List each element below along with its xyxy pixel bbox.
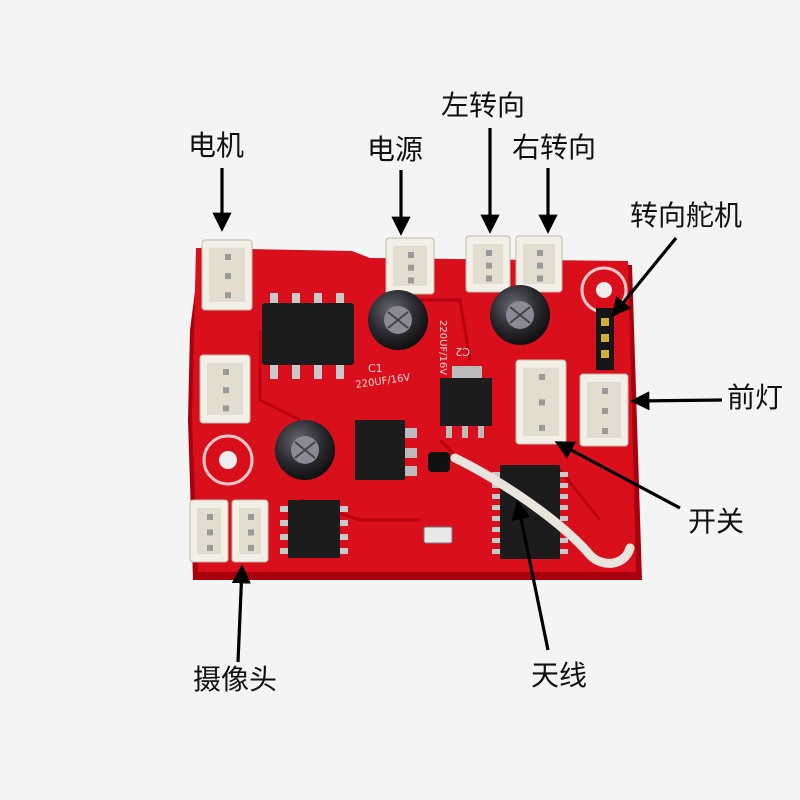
label-steering-servo: 转向舵机 xyxy=(630,199,743,232)
label-headlight: 前灯 xyxy=(727,381,784,414)
antenna-wire xyxy=(450,453,635,568)
connectors xyxy=(189,235,629,563)
connector-right-turn xyxy=(515,235,563,293)
label-power: 电源 xyxy=(367,133,424,166)
connector-switch xyxy=(515,359,567,445)
connector-side-left xyxy=(199,354,251,424)
annotation-arrows xyxy=(212,128,723,663)
servo-pin-header xyxy=(596,308,614,370)
connector-left-turn xyxy=(465,235,511,293)
ic-chips xyxy=(262,293,568,559)
arrow-headlight xyxy=(630,391,723,411)
label-switch: 开关 xyxy=(688,505,745,538)
arrow-camera xyxy=(231,564,251,663)
silk-c2-cap: 220UF/16V xyxy=(437,320,448,375)
capacitors xyxy=(275,285,550,480)
arrow-steering-servo xyxy=(611,236,678,317)
label-left-turn: 左转向 xyxy=(441,89,526,122)
silk-c2: C2 xyxy=(455,345,470,358)
regulator-top xyxy=(440,366,492,438)
connector-power xyxy=(385,237,435,295)
arrow-antenna xyxy=(511,500,550,651)
label-motor: 电机 xyxy=(188,129,245,162)
silk-c1: C1 xyxy=(368,362,383,375)
ic-main-dip8 xyxy=(262,293,354,379)
connector-camera-b xyxy=(231,499,269,563)
capacitor-c3 xyxy=(275,420,335,480)
connector-headlight xyxy=(579,373,629,447)
small-transistor xyxy=(428,452,450,472)
crystal xyxy=(423,526,453,544)
ic-bottom-soic8 xyxy=(280,500,348,558)
capacitor-c2 xyxy=(490,285,550,345)
arrow-switch xyxy=(554,441,681,510)
label-camera: 摄像头 xyxy=(193,663,278,696)
capacitor-c1 xyxy=(368,290,428,350)
label-antenna: 天线 xyxy=(531,659,588,692)
connector-motor xyxy=(201,239,253,311)
ic-receiver-soic16 xyxy=(492,465,568,559)
connector-camera-a xyxy=(189,499,229,563)
mounting-hole-left xyxy=(202,434,254,486)
regulator-middle xyxy=(355,420,417,480)
label-right-turn: 右转向 xyxy=(512,131,597,164)
